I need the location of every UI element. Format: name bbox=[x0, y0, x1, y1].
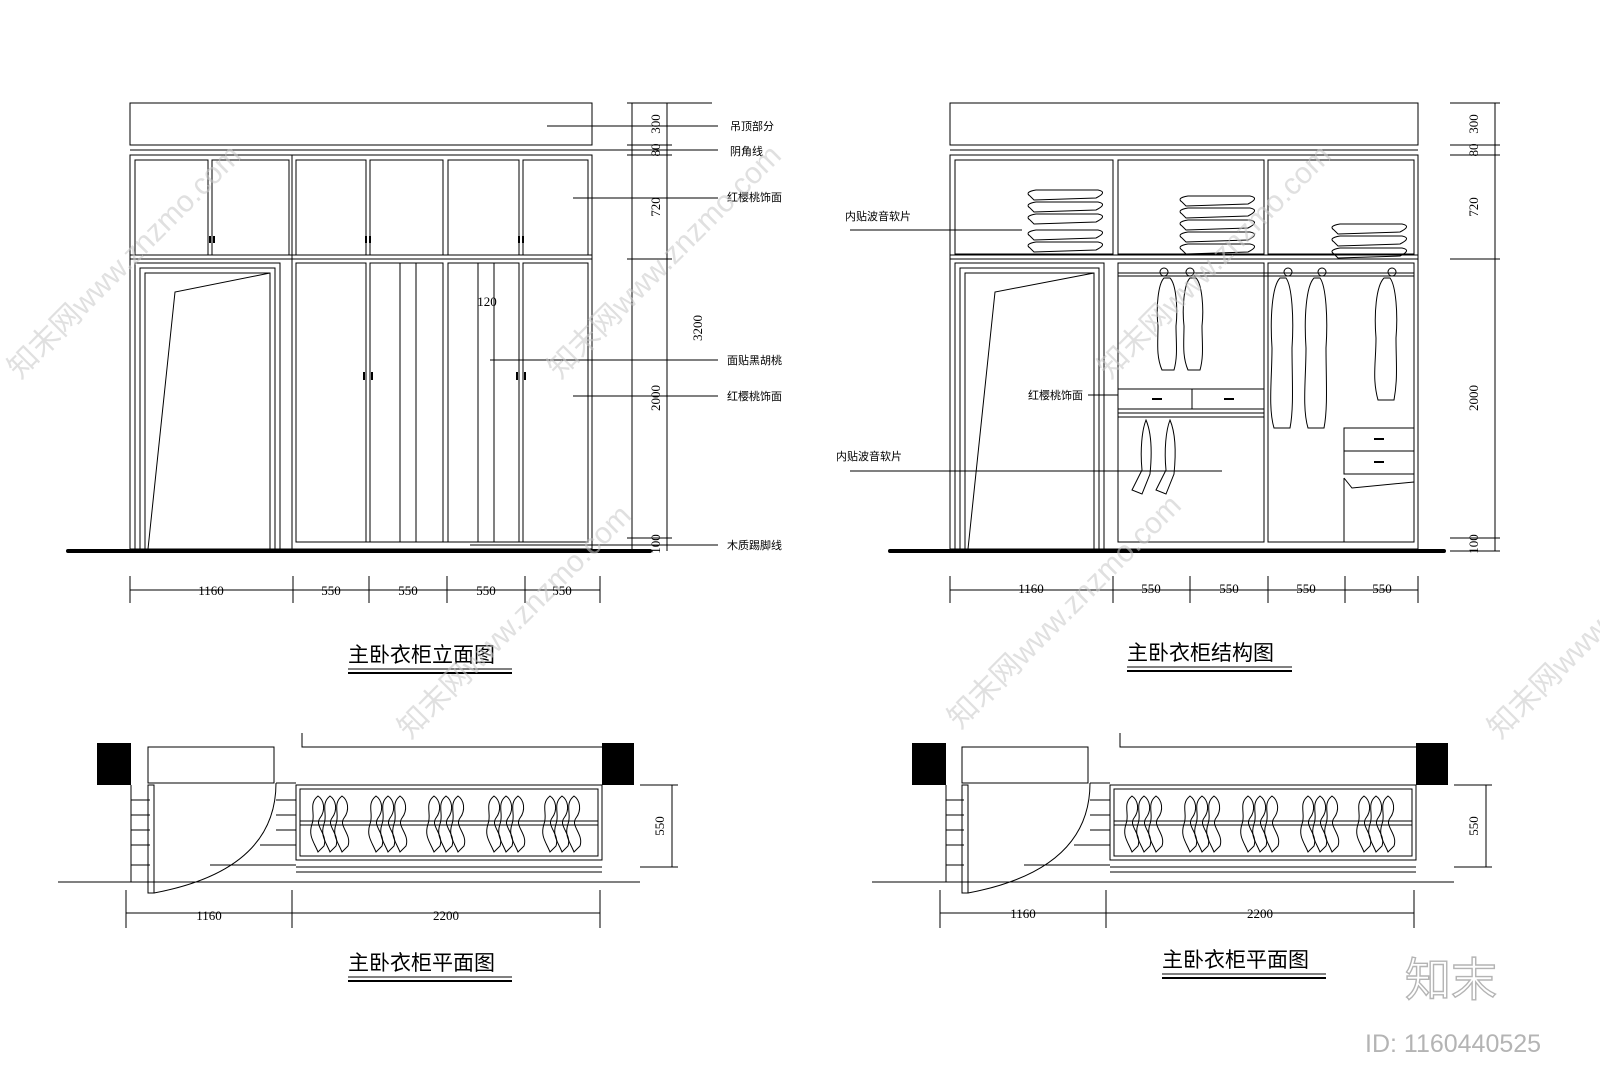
label-cherry-veneer: 红樱桃饰面 bbox=[1028, 388, 1083, 402]
dim-550: 550 bbox=[1372, 581, 1392, 596]
label-ceiling: 吊顶部分 bbox=[730, 119, 774, 133]
hanger-icon bbox=[1368, 795, 1384, 853]
hanger-icon bbox=[426, 795, 442, 853]
dim-720: 720 bbox=[648, 197, 663, 217]
hanger-icon bbox=[1356, 795, 1372, 853]
plan-left-drawing: 550 1160 2200 主卧衣柜平面图 bbox=[58, 733, 678, 982]
dim-2000: 2000 bbox=[648, 385, 663, 411]
dim-550: 550 bbox=[652, 816, 667, 836]
plan-right-drawing: 550 1160 2200 主卧衣柜平面图 bbox=[872, 733, 1492, 979]
hanger-icon bbox=[368, 795, 384, 853]
hanger-icon bbox=[380, 795, 396, 853]
dim-300: 300 bbox=[648, 114, 663, 134]
folded-clothes-icon bbox=[1331, 223, 1407, 259]
label-film-lining: 内贴波音软片 bbox=[845, 209, 911, 223]
dim-550: 550 bbox=[398, 583, 418, 598]
hanger-icon bbox=[334, 795, 350, 853]
label-cherry-veneer: 红樱桃饰面 bbox=[727, 389, 782, 403]
hanger-icon bbox=[1124, 795, 1140, 853]
dim-3200: 3200 bbox=[690, 315, 705, 341]
dim-120: 120 bbox=[477, 294, 497, 309]
title-plan-left: 主卧衣柜平面图 bbox=[348, 951, 495, 975]
label-cherry-veneer: 红樱桃饰面 bbox=[727, 190, 782, 204]
watermark-text: 知末网www.znzmo.com bbox=[392, 499, 638, 745]
hanger-icon bbox=[438, 795, 454, 853]
hanger-icon bbox=[1194, 795, 1210, 853]
hanger-icon bbox=[1148, 795, 1164, 853]
label-cove-line: 阴角线 bbox=[730, 144, 763, 158]
dim-550: 550 bbox=[552, 583, 572, 598]
dim-720: 720 bbox=[1466, 197, 1481, 217]
watermark-text: 知末网www.znzmo.com bbox=[942, 489, 1188, 735]
hanger-icon bbox=[450, 795, 466, 853]
dim-1160: 1160 bbox=[198, 583, 224, 598]
dim-100: 100 bbox=[1466, 534, 1481, 554]
hanger-icon bbox=[1182, 795, 1198, 853]
watermark-text: 知末网www.znzmo.com bbox=[1092, 139, 1338, 385]
dim-2000: 2000 bbox=[1466, 385, 1481, 411]
hanger-icon bbox=[1124, 795, 1396, 853]
hanger-icon bbox=[498, 795, 514, 853]
hanger-icon bbox=[510, 795, 526, 853]
watermark-text: 知末网www.znzmo.com bbox=[1482, 499, 1600, 745]
folded-clothes-icon bbox=[1027, 189, 1103, 253]
dim-1160: 1160 bbox=[1018, 581, 1044, 596]
hanger-icon bbox=[554, 795, 570, 853]
hanger-icon bbox=[392, 795, 408, 853]
dim-100: 100 bbox=[648, 534, 663, 554]
elevation-drawing: 1160 550 550 550 550 300 80 720 3200 200… bbox=[66, 102, 782, 674]
hanger-icon bbox=[1324, 795, 1340, 853]
label-film-lining: 内贴波音软片 bbox=[836, 449, 902, 463]
dim-300: 300 bbox=[1466, 114, 1481, 134]
dim-550: 550 bbox=[1141, 581, 1161, 596]
hanger-icon bbox=[1264, 795, 1280, 853]
hanger-icon bbox=[542, 795, 558, 853]
logo-text: 知末 bbox=[1405, 954, 1497, 1006]
dim-1160: 1160 bbox=[196, 908, 222, 923]
watermark-text: 知末网www.znzmo.com bbox=[542, 139, 788, 385]
title-elevation: 主卧衣柜立面图 bbox=[348, 643, 495, 667]
dim-550: 550 bbox=[476, 583, 496, 598]
title-structure: 主卧衣柜结构图 bbox=[1127, 641, 1274, 665]
watermark-text: 知末网www.znzmo.com bbox=[2, 139, 248, 385]
watermark-layer: 知末网www.znzmo.com 知末网www.znzmo.com 知末网www… bbox=[2, 139, 1600, 1058]
dim-2200: 2200 bbox=[1247, 906, 1273, 921]
hanger-icon bbox=[486, 795, 502, 853]
hanger-icon bbox=[322, 795, 338, 853]
hanger-icon bbox=[1300, 795, 1316, 853]
dim-80: 80 bbox=[648, 144, 663, 157]
structure-drawing: 1160 550 550 550 550 300 80 720 2000 100… bbox=[836, 102, 1500, 672]
dim-1160: 1160 bbox=[1010, 906, 1036, 921]
label-skirting: 木质踢脚线 bbox=[727, 538, 782, 552]
hanger-icon bbox=[310, 795, 326, 853]
dim-550: 550 bbox=[1219, 581, 1239, 596]
title-plan-right: 主卧衣柜平面图 bbox=[1162, 948, 1309, 972]
hanger-icon bbox=[1206, 795, 1222, 853]
hanger-icon bbox=[1380, 795, 1396, 853]
label-walnut: 面贴黑胡桃 bbox=[727, 353, 782, 367]
dim-550: 550 bbox=[1296, 581, 1316, 596]
dim-550: 550 bbox=[1466, 816, 1481, 836]
hanging-clothes-icon bbox=[1131, 267, 1398, 495]
hanger-icon bbox=[566, 795, 582, 853]
hanger-icon bbox=[1136, 795, 1152, 853]
image-id: ID: 1160440525 bbox=[1365, 1030, 1541, 1058]
hanger-icon bbox=[310, 795, 582, 853]
hanger-icon bbox=[1312, 795, 1328, 853]
dim-2200: 2200 bbox=[433, 908, 459, 923]
hanger-icon bbox=[1240, 795, 1256, 853]
hanger-icon bbox=[1252, 795, 1268, 853]
dim-550: 550 bbox=[321, 583, 341, 598]
folded-clothes-icon bbox=[1179, 195, 1255, 255]
dim-80: 80 bbox=[1466, 144, 1481, 157]
